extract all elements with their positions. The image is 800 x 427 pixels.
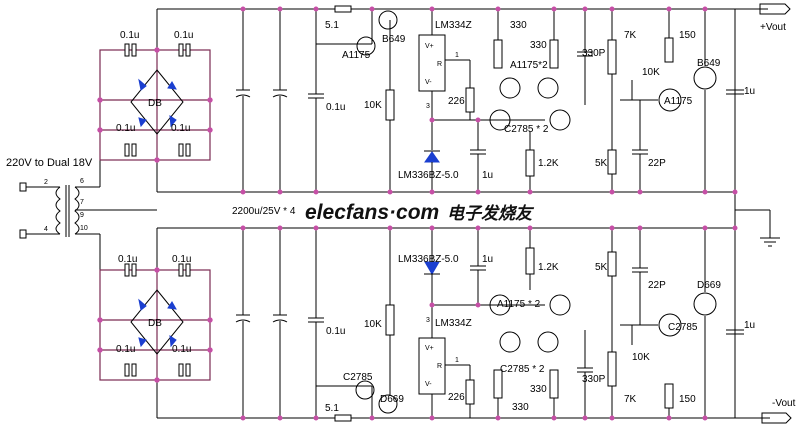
pin-2-label: 2	[44, 179, 48, 186]
cap-01u-label-1: 0.1u	[120, 30, 139, 41]
r-330-label-lower-1: 330	[530, 384, 547, 395]
lower-regulator	[316, 225, 744, 422]
filter-caps-label: 2200u/25V * 4	[232, 206, 296, 217]
lower-bridge	[97, 263, 213, 383]
q-a1175x2-label-upper: A1175*2	[510, 60, 548, 71]
cap-1u-label-upper-2: 1u	[744, 86, 755, 97]
q-c2785x2-label-upper: C2785 * 2	[504, 124, 549, 135]
upper-bridge	[97, 43, 213, 163]
watermark-brand-cn: 电子发烧友	[447, 204, 535, 224]
ic-vminus-label-upper: V-	[425, 79, 432, 86]
bridge-db-label-2: DB	[148, 318, 162, 329]
output-terminals	[759, 3, 792, 424]
cap-330p-label-lower: 330P	[582, 374, 606, 385]
cap-22p-label-lower: 22P	[648, 280, 666, 291]
r-5-1-label-upper: 5.1	[325, 20, 339, 31]
cap-01u-label-7: 0.1u	[116, 344, 135, 355]
ic-vplus-label-upper: V+	[425, 43, 434, 50]
r-330-label-upper-1: 330	[510, 20, 527, 31]
pin-1-label-lower: 1	[455, 357, 459, 364]
watermark: elecfans·com 电子发烧友	[305, 201, 535, 224]
cap-01u-label-5: 0.1u	[118, 254, 137, 265]
r-10k-label-upper-2: 10K	[642, 67, 660, 78]
ic-lm336-label-lower: LM336BZ-5.0	[398, 254, 459, 265]
pin-3-label-upper: 3	[426, 103, 430, 110]
r-150-label-upper: 150	[679, 30, 696, 41]
r-330-label-upper-2: 330	[530, 40, 547, 51]
q-a1175-label-upper-2: A1175	[664, 96, 693, 107]
cap-22p-label-upper: 22P	[648, 158, 666, 169]
r-1-2k-label-upper: 1.2K	[538, 158, 559, 169]
bridge-db-label-1: DB	[148, 98, 162, 109]
cap-1u-label-lower-1: 1u	[482, 254, 493, 265]
r-226-label-lower: 226	[448, 392, 465, 403]
ic-r-label-lower: R	[437, 363, 442, 370]
cap-1u-label-upper-1: 1u	[482, 170, 493, 181]
ic-lm336-label-upper: LM336BZ-5.0	[398, 170, 459, 181]
ic-lm334z-label-upper: LM334Z	[435, 20, 472, 31]
cap-01u-label-9: 0.1u	[326, 102, 345, 113]
q-b649-label-upper: B649	[382, 34, 406, 45]
cap-330p-label-upper: 330P	[582, 48, 606, 59]
cap-01u-label-8: 0.1u	[172, 344, 191, 355]
r-330-label-lower-2: 330	[512, 402, 529, 413]
q-c2785-label-lower-2: C2785	[668, 322, 698, 333]
ic-vminus-label-lower: V-	[425, 381, 432, 388]
ic-lm334z-label-lower: LM334Z	[435, 318, 472, 329]
q-a1175-label-upper: A1175	[342, 50, 371, 61]
r-10k-label-lower: 10K	[364, 319, 382, 330]
r-5k-label-lower: 5K	[595, 262, 608, 273]
q-a1175x2-label-lower: A1175 * 2	[497, 299, 541, 310]
r-5-1-label-lower: 5.1	[325, 403, 339, 414]
cap-1u-label-lower-2: 1u	[744, 320, 755, 331]
r-7k-label-upper: 7K	[624, 30, 637, 41]
pin-6-label: 6	[80, 178, 84, 185]
transformer	[19, 50, 157, 370]
vout-neg-label: -Vout	[772, 398, 796, 409]
pin-1-label-upper: 1	[455, 52, 459, 59]
pin-9-label: 9	[80, 212, 84, 219]
cap-01u-label-10: 0.1u	[326, 326, 345, 337]
r-226-label-upper: 226	[448, 96, 465, 107]
ic-r-label-upper: R	[437, 61, 442, 68]
q-d669-label-lower-2: D669	[697, 280, 721, 291]
r-7k-label-lower: 7K	[624, 394, 637, 405]
transformer-label: 220V to Dual 18V	[6, 157, 93, 169]
ic-vplus-label-lower: V+	[425, 345, 434, 352]
upper-regulator	[316, 5, 744, 195]
q-c2785x2-label-lower: C2785 * 2	[500, 364, 545, 375]
cap-01u-label-2: 0.1u	[174, 30, 193, 41]
q-c2785-label-lower: C2785	[343, 372, 373, 383]
r-10k-label-upper: 10K	[364, 100, 382, 111]
cap-01u-label-3: 0.1u	[116, 123, 135, 134]
q-b649-label-upper-2: B649	[697, 58, 721, 69]
pin-7-label: 7	[80, 199, 84, 206]
cap-01u-label-4: 0.1u	[171, 123, 190, 134]
pin-3-label-lower: 3	[426, 317, 430, 324]
r-5k-label-upper: 5K	[595, 158, 608, 169]
pin-4-label: 4	[44, 226, 48, 233]
cap-01u-label-6: 0.1u	[172, 254, 191, 265]
r-150-label-lower: 150	[679, 394, 696, 405]
filter-caps	[235, 6, 324, 421]
r-1-2k-label-lower: 1.2K	[538, 262, 559, 273]
q-d669-label-lower: D669	[380, 394, 404, 405]
r-10k-label-lower-2: 10K	[632, 352, 650, 363]
watermark-brand: elecfans·com	[305, 201, 439, 224]
pin-10-label: 10	[80, 225, 88, 232]
vout-pos-label: +Vout	[760, 22, 786, 33]
